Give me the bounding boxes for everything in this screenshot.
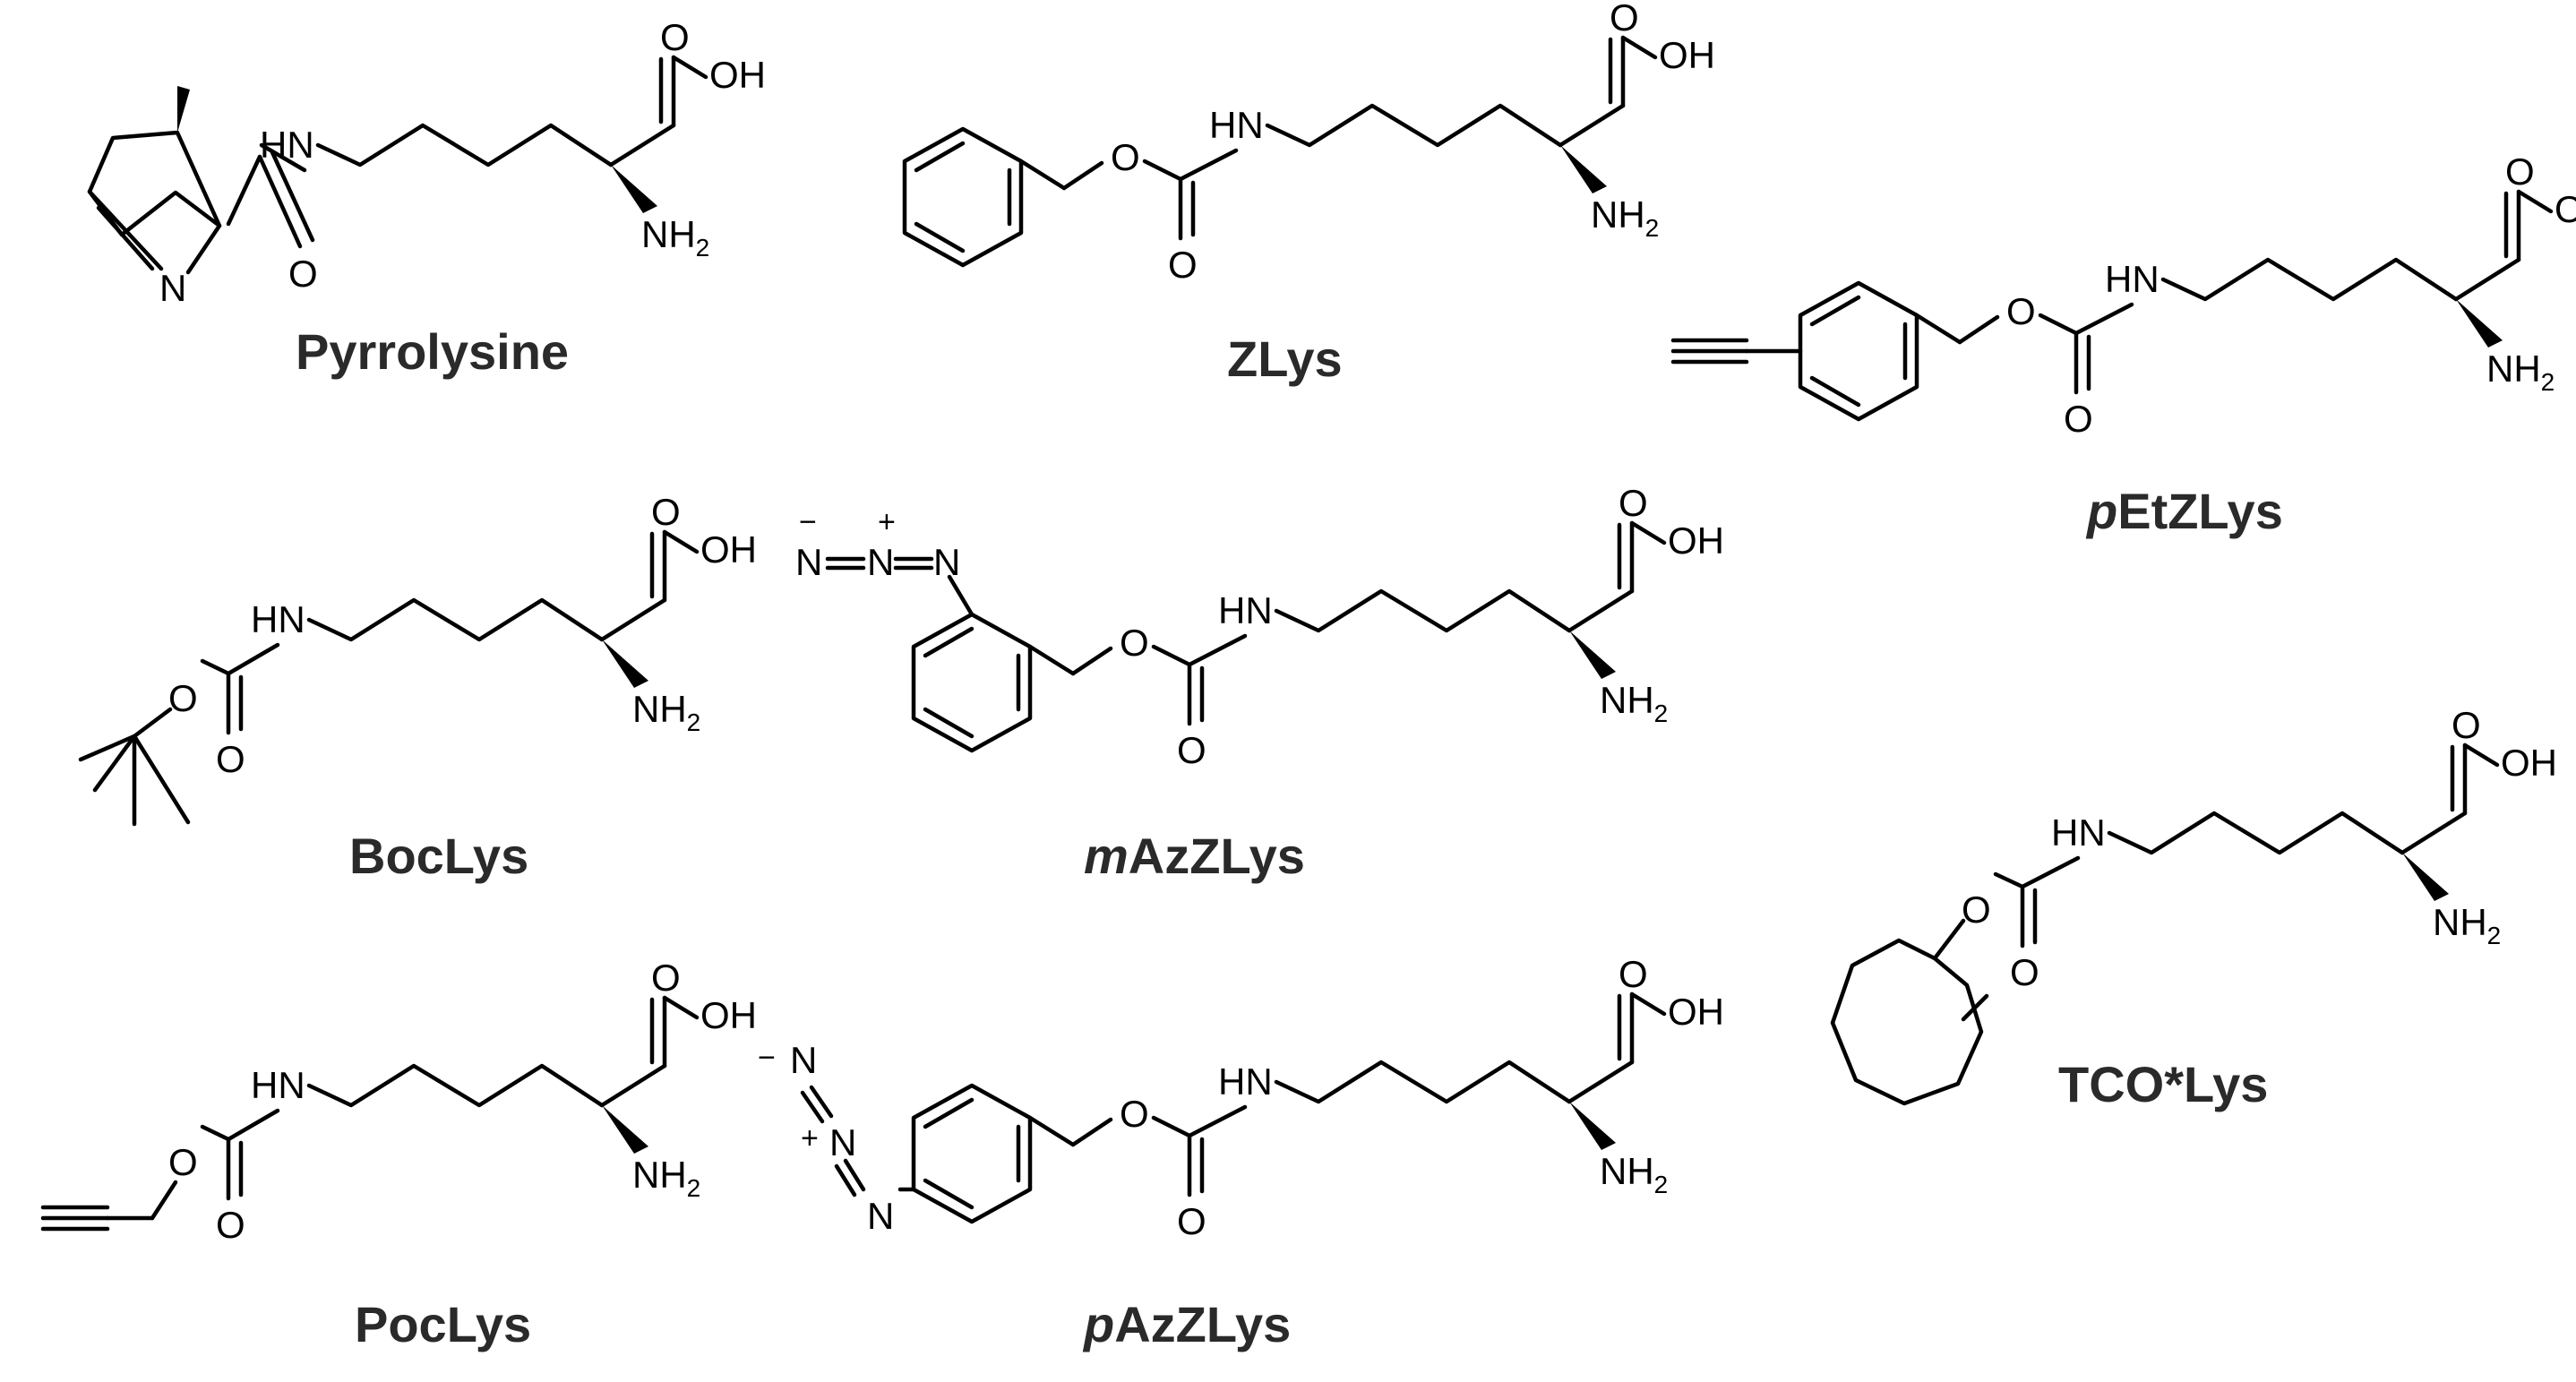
svg-text:O: O: [1120, 622, 1149, 664]
molecule-pyrrolysine: O N Pyrrolysine: [87, 16, 766, 380]
svg-text:O: O: [288, 253, 318, 295]
svg-text:O: O: [168, 1141, 198, 1183]
pazzlys-label: pAzZLys: [1082, 1296, 1291, 1352]
svg-text:+: +: [801, 1121, 819, 1155]
svg-text:−: −: [758, 1041, 776, 1075]
molecule-zlys: O ZLys: [902, 0, 1715, 387]
molecule-mazzlys: O N N + N − mAzZLys: [795, 482, 1724, 884]
zlys-label: ZLys: [1227, 330, 1343, 387]
svg-text:−: −: [799, 505, 817, 539]
svg-text:O: O: [1962, 888, 1991, 931]
poclys-label: PocLys: [355, 1296, 531, 1352]
petzlys-label: pEtZLys: [2085, 483, 2283, 539]
molecule-pazzlys: O N N + N − pAzZLys: [758, 953, 1724, 1352]
svg-text:O: O: [2006, 290, 2036, 332]
molecule-boclys: O BocLys: [78, 491, 757, 884]
svg-text:N: N: [867, 1195, 894, 1237]
svg-text:N: N: [790, 1039, 817, 1081]
boclys-label: BocLys: [349, 828, 528, 884]
molecule-poclys: O PocLys: [40, 957, 757, 1352]
mazzlys-label: mAzZLys: [1084, 828, 1305, 884]
molecule-tcolys: O TCO*Lys: [1830, 704, 2557, 1112]
svg-text:N: N: [829, 1121, 856, 1163]
svg-text:O: O: [1120, 1093, 1149, 1135]
svg-text:+: +: [878, 505, 896, 539]
svg-text:O: O: [168, 677, 198, 719]
molecule-petzlys: O pEtZLys: [1670, 150, 2576, 539]
svg-text:N: N: [159, 267, 186, 309]
tcolys-label: TCO*Lys: [2058, 1056, 2268, 1112]
pyrrolysine-label: Pyrrolysine: [296, 323, 569, 380]
svg-text:O: O: [1111, 136, 1140, 178]
svg-text:N: N: [795, 541, 822, 583]
svg-text:N: N: [933, 541, 960, 583]
svg-text:N: N: [867, 541, 894, 583]
